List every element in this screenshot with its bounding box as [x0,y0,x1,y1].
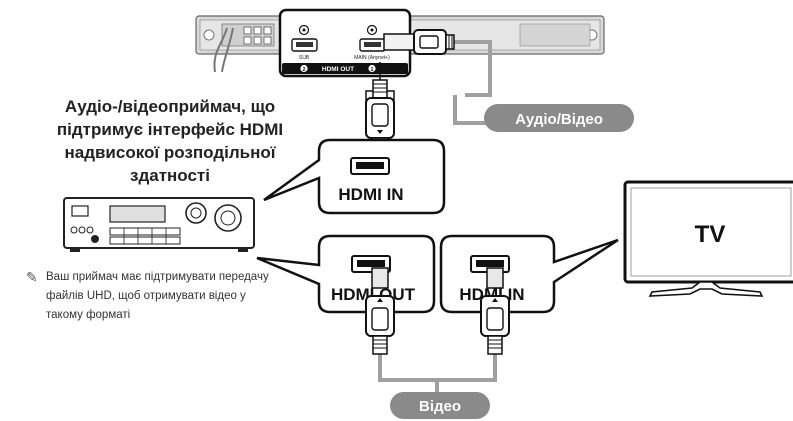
receiver-caption: Аудіо-/відеоприймач, що підтримує інтерф… [56,97,284,185]
hdmi-port-icon [350,157,390,175]
hdmi-sub-port [291,38,318,52]
tv-label: TV [695,221,726,248]
tv-hdmi-in-callout: HDMI IN [439,234,619,314]
pencil-note-icon: ✎ [26,269,38,285]
port-sub-label: SUB [299,55,310,61]
tv-device: TV [623,180,793,297]
port-num-1: 1 [370,67,373,73]
receiver-hdmi-out-callout: HDMI OUT [256,234,436,314]
av-receiver-device [63,197,255,252]
badge-audio-video: Аудіо/Відео [484,104,634,132]
video-cable [378,352,497,394]
note-text: Ваш приймач має підтримувати передачу фа… [46,271,269,321]
tv-in-plug [480,267,510,355]
badge-audio-video-text: Аудіо/Відео [515,111,603,128]
receiver-hdmi-in-label: HDMI IN [338,185,403,204]
port-num-2: 2 [302,67,305,73]
player-hdmi-plug [383,29,455,55]
hdmi-out-label: HDMI OUT [322,66,354,73]
receiver-hdmi-in-callout: HDMI IN [263,138,446,215]
receiver-out-plug [365,267,395,355]
badge-video-text: Відео [419,398,461,415]
port-main-label: MAIN (Anynet+) [354,55,390,61]
badge-video: Відео [390,392,490,419]
hdmi-main-port [359,38,386,52]
